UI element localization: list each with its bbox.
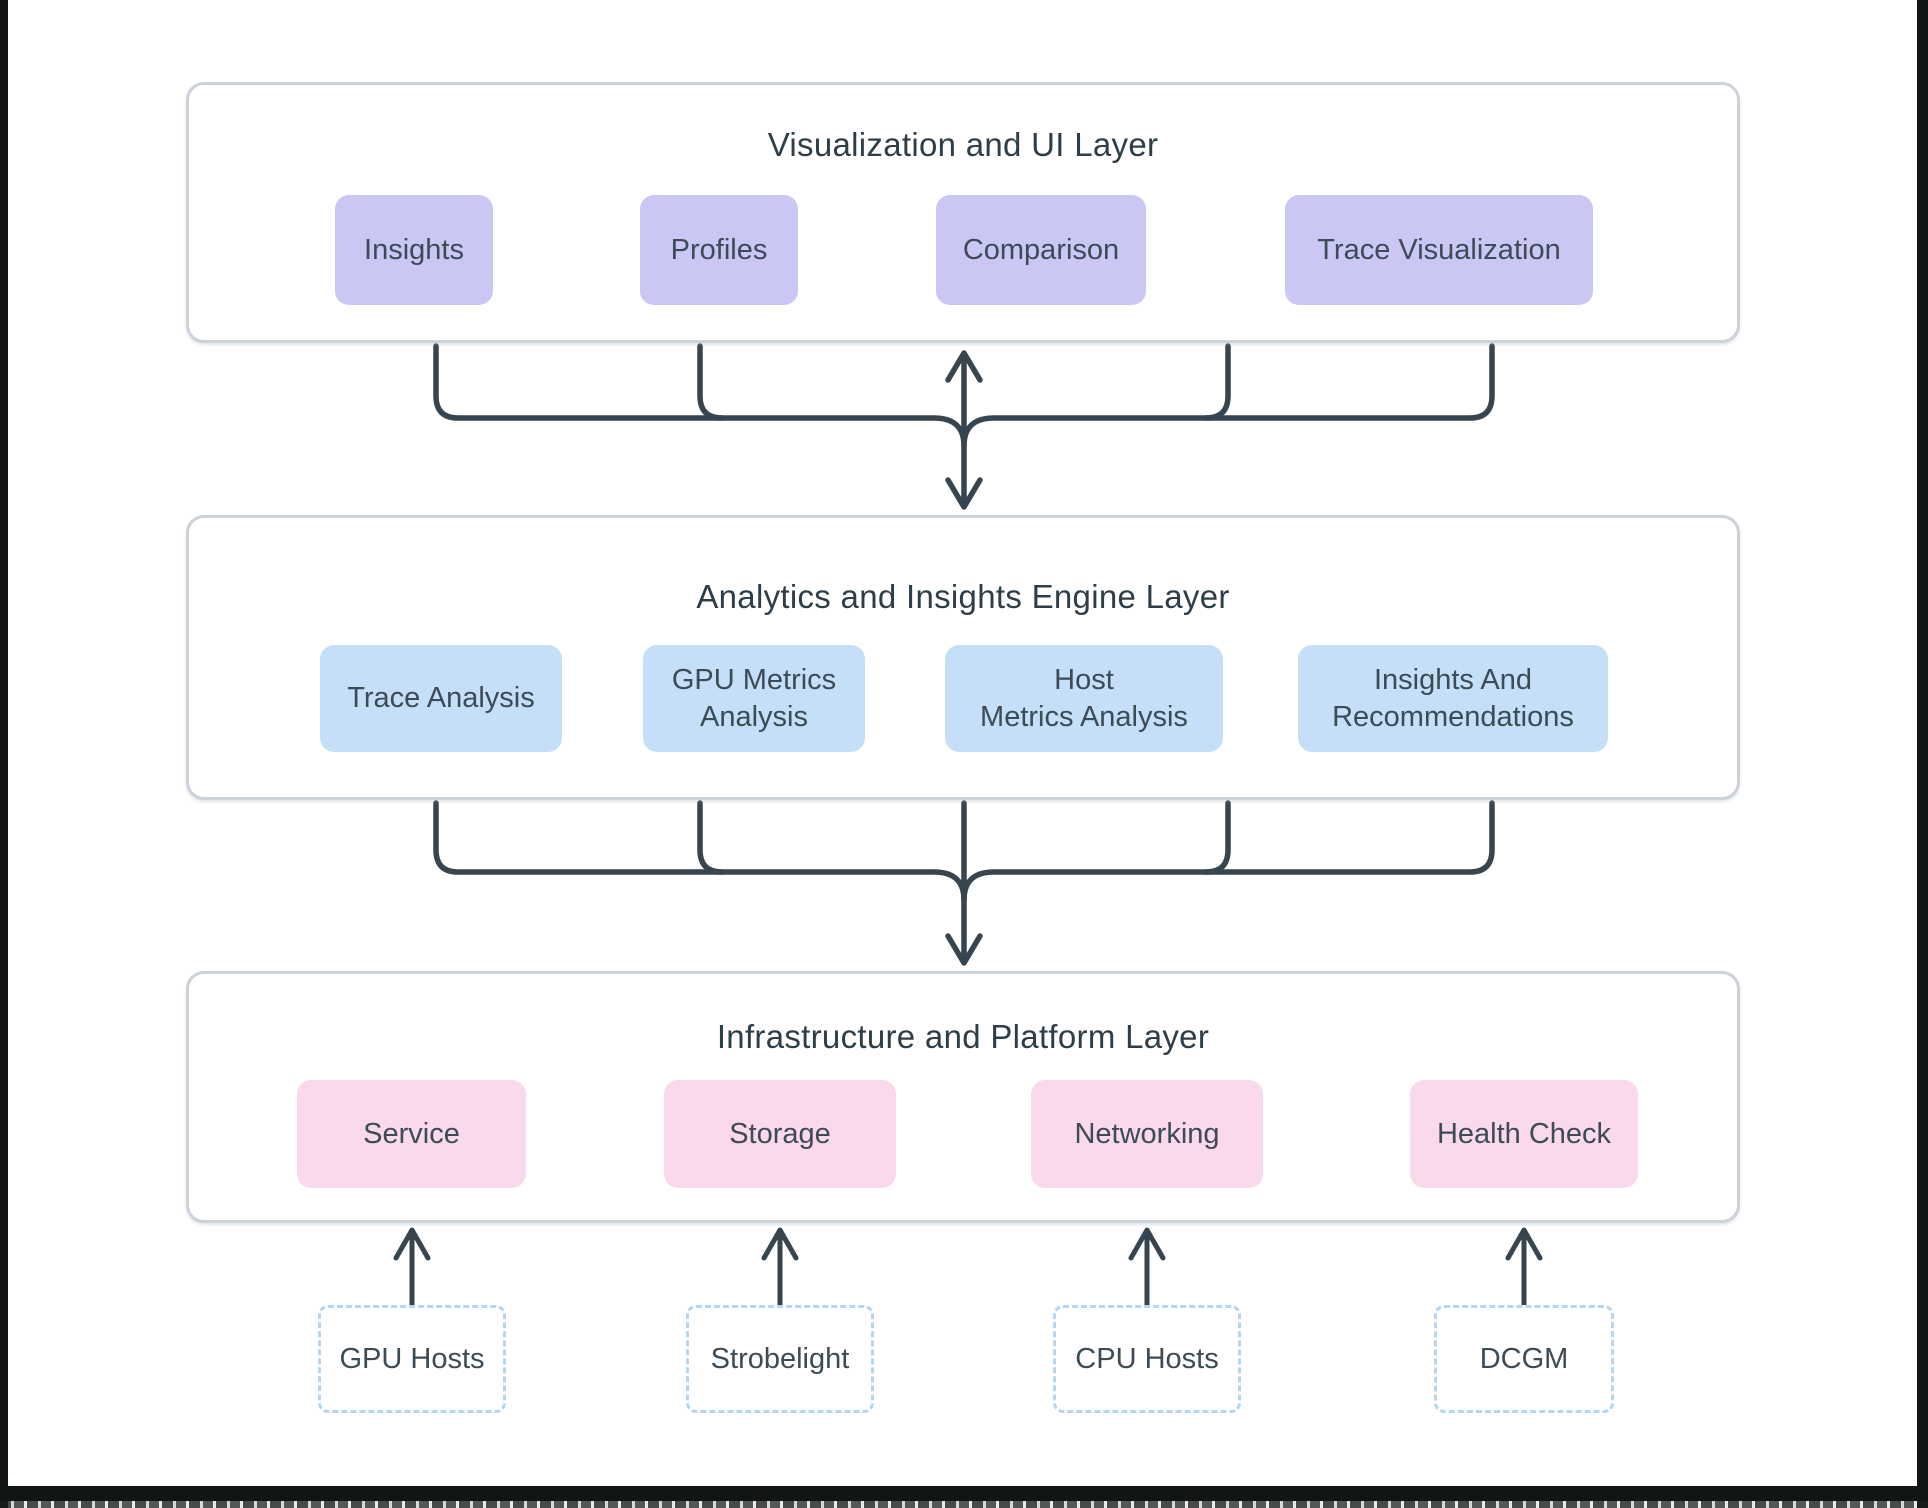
node-insights-and-recommendations: Insights And Recommendations — [1298, 645, 1608, 752]
page-edge-noise — [0, 1501, 1928, 1508]
source-cpu-hosts: CPU Hosts — [1053, 1305, 1241, 1413]
source-gpu-hosts: GPU Hosts — [318, 1305, 506, 1413]
arrowhead-up-icon — [1505, 1227, 1543, 1261]
page-edge-bottom — [0, 1486, 1928, 1501]
merge-connector-ui-to-analytics — [433, 343, 1495, 510]
page-edge-left — [0, 0, 8, 1508]
node-profiles: Profiles — [640, 195, 798, 305]
node-storage: Storage — [664, 1080, 896, 1188]
arrowhead-down-icon — [945, 933, 983, 966]
node-gpu-metrics-analysis: GPU Metrics Analysis — [643, 645, 865, 752]
arrowhead-up-icon — [761, 1227, 799, 1261]
node-comparison: Comparison — [936, 195, 1146, 305]
node-trace-analysis: Trace Analysis — [320, 645, 562, 752]
node-networking: Networking — [1031, 1080, 1263, 1188]
node-health-check: Health Check — [1410, 1080, 1638, 1188]
node-service: Service — [297, 1080, 526, 1188]
arrowhead-down-icon — [945, 477, 983, 510]
layer-title-visualization-ui: Visualization and UI Layer — [767, 126, 1159, 163]
layer-title-infrastructure-platform: Infrastructure and Platform Layer — [716, 1018, 1210, 1055]
merge-connector-analytics-to-infrastructure — [433, 800, 1495, 966]
source-up-arrows — [393, 1227, 1543, 1308]
source-strobelight: Strobelight — [686, 1305, 874, 1413]
node-trace-visualization: Trace Visualization — [1285, 195, 1593, 305]
source-dcgm: DCGM — [1434, 1305, 1614, 1413]
arrowhead-up-icon — [1128, 1227, 1166, 1261]
arrowhead-up-icon — [945, 350, 983, 383]
node-host-metrics-analysis: Host Metrics Analysis — [945, 645, 1223, 752]
node-insights: Insights — [335, 195, 493, 305]
layer-title-analytics-insights-engine: Analytics and Insights Engine Layer — [696, 578, 1230, 615]
arrowhead-up-icon — [393, 1227, 431, 1261]
page-edge-right — [1917, 0, 1928, 1508]
